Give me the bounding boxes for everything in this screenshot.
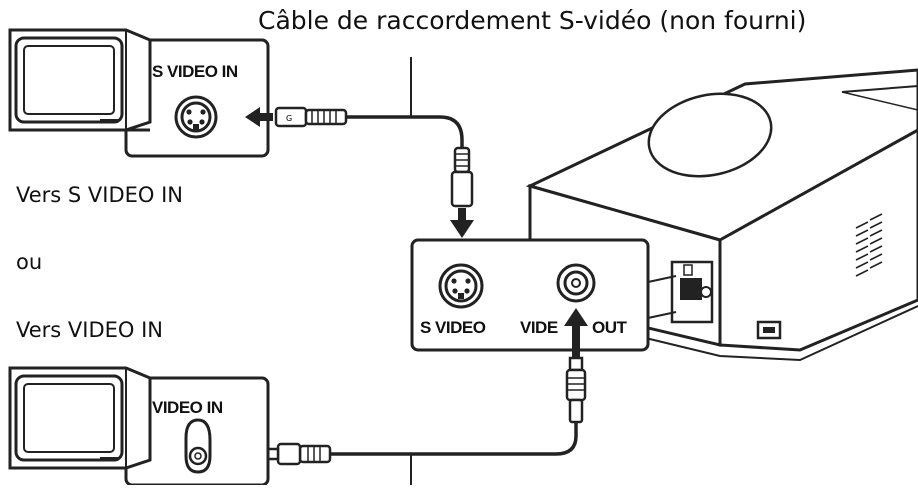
- tv-icon: [8, 366, 270, 487]
- label-or: ou: [16, 250, 43, 274]
- tv-bottom-jack-label: VIDEO IN: [152, 398, 223, 417]
- rca-jack-icon: [556, 263, 596, 303]
- rca-plug-icon: [264, 442, 332, 466]
- tv-icon: [8, 28, 270, 158]
- tv-top-jack-label: S VIDEO IN: [152, 62, 238, 81]
- svideo-plug-icon: G: [274, 106, 348, 128]
- panel-video-out-label-right: OUT: [592, 318, 627, 337]
- cable-caption: Câble de raccordement S-vidéo (non fourn…: [258, 6, 807, 35]
- svg-text:G: G: [286, 114, 292, 123]
- arrow-icon: [564, 308, 588, 359]
- svideo-plug-icon: [450, 146, 474, 208]
- svideo-jack-icon: [174, 95, 218, 139]
- rca-plug-icon: [565, 356, 587, 424]
- arrow-icon: [245, 107, 273, 127]
- rca-jack-icon: [184, 418, 212, 474]
- panel-svideo-label: S VIDEO: [420, 318, 486, 337]
- label-to-video-in: Vers VIDEO IN: [16, 318, 164, 342]
- label-to-svideo-in: Vers S VIDEO IN: [16, 183, 184, 207]
- panel-video-out-label-left: VIDE: [520, 318, 558, 337]
- arrow-icon: [450, 208, 474, 238]
- svideo-jack-icon: [438, 263, 484, 309]
